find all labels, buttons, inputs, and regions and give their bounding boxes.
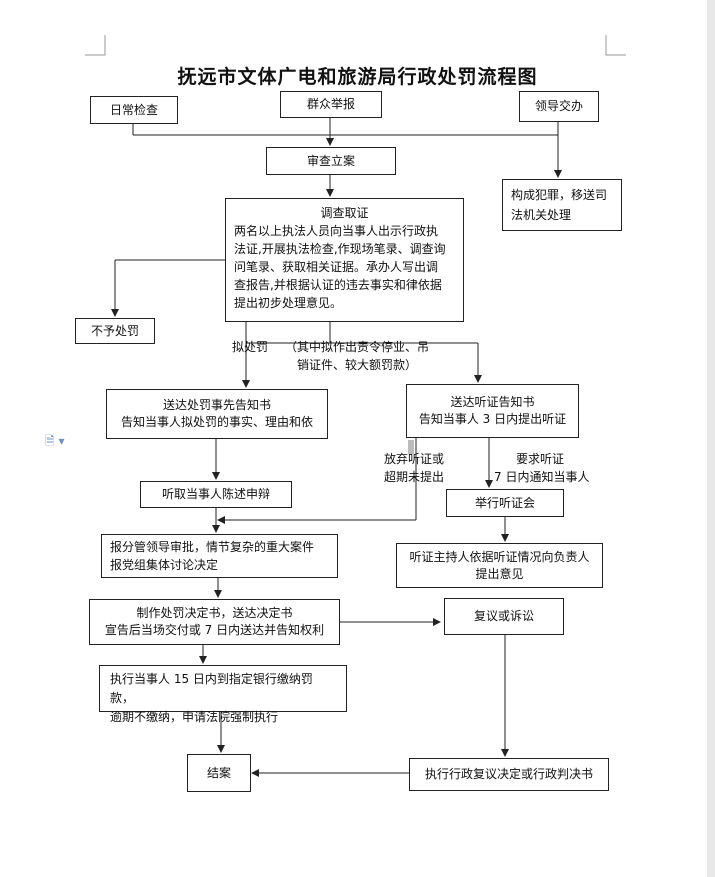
make-decision-line-2: 宣告后当场交付或 7 日内送达并告知权利 bbox=[104, 623, 325, 637]
daily-check-label: 日常检查 bbox=[109, 102, 158, 117]
major-case-label-line-1: （其中拟作出责令停业、吊 bbox=[285, 340, 430, 354]
host-opinion-line-1: 听证主持人依据听证情况向负责人 bbox=[409, 549, 590, 564]
review-filing-box: 审查立案 bbox=[266, 147, 396, 175]
crime-transfer-box: 构成犯罪，移送司 法机关处理 bbox=[502, 179, 622, 231]
investigation-line-3: 问笔录、获取相关证据。承办人写出调 bbox=[234, 260, 439, 274]
hold-hearing-box: 举行听证会 bbox=[446, 489, 564, 517]
review-litigation-label: 复议或诉讼 bbox=[473, 609, 534, 623]
host-opinion-box: 听证主持人依据听证情况向负责人 提出意见 bbox=[396, 543, 603, 588]
hold-hearing-label: 举行听证会 bbox=[474, 495, 535, 510]
no-penalty-box: 不予处罚 bbox=[75, 318, 155, 344]
investigation-line-4: 查报告,并根据认证的违去事实和律依据 bbox=[234, 278, 442, 292]
investigation-box: 调查取证 两名以上执法人员向当事人出示行政执 法证,开展执法检查,作现场笔录、调… bbox=[225, 198, 464, 322]
hearing-notice-line-2: 告知当事人 3 日内提出听证 bbox=[418, 412, 567, 426]
notice-prior-box: 送达处罚事先告知书 告知当事人拟处罚的事实、理由和依 bbox=[106, 389, 328, 439]
leader-assign-box: 领导交办 bbox=[519, 91, 599, 122]
investigation-line-5: 提出初步处理意见。 bbox=[234, 296, 343, 310]
review-filing-label: 审查立案 bbox=[306, 153, 355, 168]
report-approval-line-2: 报党组集体讨论决定 bbox=[110, 558, 219, 572]
notice-prior-line-1: 送达处罚事先告知书 bbox=[162, 398, 271, 412]
report-approval-box: 报分管领导审批，情节复杂的重大案件 报党组集体讨论决定 bbox=[101, 534, 338, 578]
no-penalty-label: 不予处罚 bbox=[90, 323, 139, 338]
close-case-box: 结案 bbox=[187, 754, 251, 792]
execute-review-label: 执行行政复议决定或行政判决书 bbox=[424, 767, 593, 781]
page-title: 抚远市文体广电和旅游局行政处罚流程图 bbox=[177, 66, 538, 88]
review-litigation-box: 复议或诉讼 bbox=[444, 598, 564, 635]
proposed-penalty-label: 拟处罚 bbox=[232, 340, 269, 354]
page-corner-mark-right bbox=[605, 35, 626, 56]
crime-transfer-line-1: 构成犯罪，移送司 bbox=[511, 188, 608, 202]
close-case-label: 结案 bbox=[206, 765, 231, 780]
report-approval-line-1: 报分管领导审批，情节复杂的重大案件 bbox=[110, 540, 315, 554]
waive-hearing-label-line-1: 放弃听证或 bbox=[384, 452, 445, 466]
public-report-label: 群众举报 bbox=[306, 97, 355, 111]
execute-fine-line-2: 逾期不缴纳，申请法院强制执行 bbox=[110, 710, 279, 724]
investigation-line-2: 法证,开展执法检查,作现场笔录、调查询 bbox=[234, 242, 446, 256]
public-report-box: 群众举报 bbox=[280, 91, 382, 118]
make-decision-box: 制作处罚决定书，送达决定书 宣告后当场交付或 7 日内送达并告知权利 bbox=[89, 599, 340, 645]
host-opinion-line-2: 提出意见 bbox=[475, 566, 524, 581]
leader-assign-label: 领导交办 bbox=[534, 99, 583, 113]
make-decision-line-1: 制作处罚决定书，送达决定书 bbox=[136, 606, 293, 620]
major-case-label-line-2: 销证件、较大额罚款） bbox=[297, 358, 418, 372]
request-hearing-label-line-2: 7 日内通知当事人 bbox=[494, 470, 590, 484]
execute-fine-line-1: 执行当事人 15 日内到指定银行缴纳罚款， bbox=[110, 672, 313, 705]
investigation-line-1: 两名以上执法人员向当事人出示行政执 bbox=[234, 224, 439, 238]
request-hearing-label-line-1: 要求听证 bbox=[516, 452, 565, 466]
investigation-title: 调查取证 bbox=[320, 206, 369, 220]
hearing-notice-line-1: 送达听证告知书 bbox=[450, 395, 535, 409]
hear-statement-label: 听取当事人陈述申辩 bbox=[161, 487, 270, 501]
crime-transfer-line-2: 法机关处理 bbox=[511, 208, 572, 222]
waive-hearing-label-line-2: 超期未提出 bbox=[384, 470, 445, 484]
execute-fine-box: 执行当事人 15 日内到指定银行缴纳罚款， 逾期不缴纳，申请法院强制执行 bbox=[99, 665, 347, 724]
hearing-notice-box: 送达听证告知书 告知当事人 3 日内提出听证 bbox=[406, 384, 579, 438]
hear-statement-box: 听取当事人陈述申辩 bbox=[140, 481, 292, 508]
page-corner-mark-left bbox=[85, 35, 106, 56]
scrollbar-track[interactable] bbox=[707, 0, 715, 877]
document-icon[interactable]: 🗎 ▾ bbox=[45, 434, 65, 448]
execute-review-box: 执行行政复议决定或行政判决书 bbox=[409, 758, 609, 791]
daily-check-box: 日常检查 bbox=[90, 96, 178, 124]
notice-prior-line-2: 告知当事人拟处罚的事实、理由和依 bbox=[120, 415, 313, 429]
